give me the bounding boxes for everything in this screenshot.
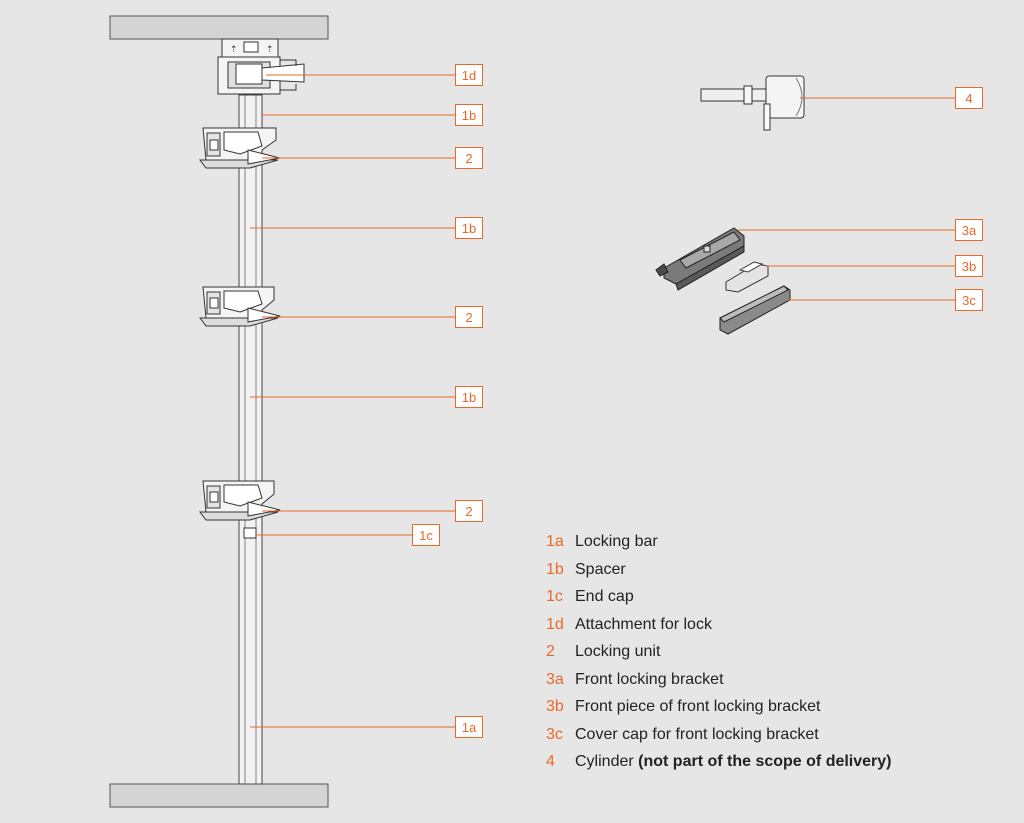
legend-item: 3a Front locking bracket xyxy=(546,669,892,697)
callout-2-middle: 2 xyxy=(455,306,483,328)
legend-text: Cover cap for front locking bracket xyxy=(575,725,819,743)
legend-code: 2 xyxy=(546,643,555,660)
legend-text: End cap xyxy=(575,588,634,605)
end-cap xyxy=(243,527,257,539)
legend-text: Locking bar xyxy=(575,533,658,550)
callout-3c: 3c xyxy=(955,289,983,311)
legend-text: Locking unit xyxy=(575,643,661,660)
locking-unit-middle xyxy=(199,286,281,327)
legend-item: 1b Spacer xyxy=(546,559,892,587)
legend-text: Spacer xyxy=(575,560,626,578)
locking-bar xyxy=(238,94,263,785)
svg-text:⇡: ⇡ xyxy=(266,45,274,55)
callout-1c: 1c xyxy=(412,524,440,546)
legend-code: 1a xyxy=(546,533,564,550)
parts-legend: 1a Locking bar 1b Spacer 1c End cap 1d Attac… xyxy=(546,531,892,779)
legend-item: 1c End cap xyxy=(546,586,892,614)
leader-lines xyxy=(250,74,955,728)
legend-emphasis: (not part of the scope of delivery) xyxy=(638,753,892,770)
legend-item: 4 Cylinder (not part of the scope of deli… xyxy=(546,751,892,779)
legend-item: 3b Front piece of front locking bracket xyxy=(546,696,892,724)
legend-item: 1a Locking bar xyxy=(546,531,892,559)
callout-4: 4 xyxy=(955,87,983,109)
legend-item: 1d Attachment for lock xyxy=(546,614,892,642)
top-panel xyxy=(109,15,329,40)
legend-code: 4 xyxy=(546,753,555,770)
callout-1b-lower: 1b xyxy=(455,386,483,408)
legend-code: 3c xyxy=(546,725,563,743)
legend-code: 3a xyxy=(546,670,564,688)
legend-code: 1c xyxy=(546,588,563,605)
legend-code: 1b xyxy=(546,560,564,578)
callout-1b-upper: 1b xyxy=(455,217,483,239)
legend-item: 2 Locking unit xyxy=(546,641,892,669)
svg-text:⇡: ⇡ xyxy=(230,45,238,55)
callout-1b-top: 1b xyxy=(455,104,483,126)
lock-attachment: ⇡ ⇡ xyxy=(217,38,305,95)
callout-2-top: 2 xyxy=(455,147,483,169)
bottom-panel xyxy=(109,783,329,808)
front-locking-bracket xyxy=(655,227,745,291)
locking-unit-top xyxy=(199,127,281,169)
callout-3b: 3b xyxy=(955,255,983,277)
legend-code: 1d xyxy=(546,615,564,633)
callout-2-bottom: 2 xyxy=(455,500,483,522)
legend-text: Front piece of front locking bracket xyxy=(575,698,821,715)
cylinder xyxy=(700,75,805,131)
locking-unit-bottom xyxy=(199,480,281,521)
front-piece xyxy=(725,261,769,293)
cover-cap xyxy=(719,285,791,335)
legend-text: Attachment for lock xyxy=(575,615,712,633)
legend-text: Front locking bracket xyxy=(575,670,724,688)
callout-1d: 1d xyxy=(455,64,483,86)
legend-item: 3c Cover cap for front locking bracket xyxy=(546,724,892,752)
legend-code: 3b xyxy=(546,698,564,715)
callout-3a: 3a xyxy=(955,219,983,241)
callout-1a: 1a xyxy=(455,716,483,738)
legend-text: Cylinder xyxy=(575,753,634,770)
